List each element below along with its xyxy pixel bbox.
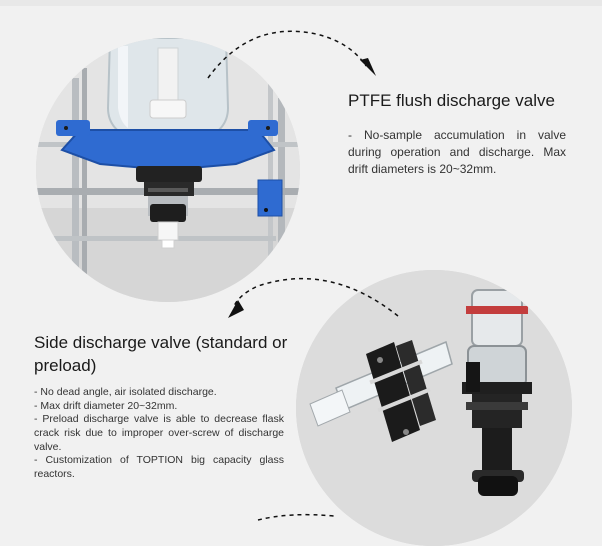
- section1-description: - No-sample accumulation in valve during…: [348, 128, 566, 176]
- side-discharge-valve-photo: [296, 270, 572, 546]
- section2-title: Side discharge valve (standard or preloa…: [34, 333, 288, 375]
- flush-valve-illustration: [36, 38, 300, 302]
- list-item: - No dead angle, air isolated discharge.: [34, 386, 217, 398]
- section1-title: PTFE flush discharge valve: [348, 91, 555, 110]
- side-valve-illustration: [296, 270, 572, 546]
- list-item: - Max drift diameter 20~32mm.: [34, 399, 178, 412]
- arrow-to-section1: [207, 30, 367, 79]
- arrow-to-section2: [233, 277, 399, 317]
- list-item: - Preload discharge valve is able to dec…: [34, 413, 284, 453]
- list-item: - Customization of TOPTION big capacity …: [34, 454, 284, 480]
- arrow-partial-bottom: [257, 513, 335, 521]
- flush-valve-photo: [36, 38, 300, 302]
- connector-arrows: [207, 30, 399, 521]
- section2-feature-list: - No dead angle, air isolated discharge.…: [34, 386, 284, 481]
- arrow-head-2-icon: [228, 300, 244, 318]
- arrow-head-1-icon: [360, 58, 376, 76]
- top-divider: [0, 0, 602, 6]
